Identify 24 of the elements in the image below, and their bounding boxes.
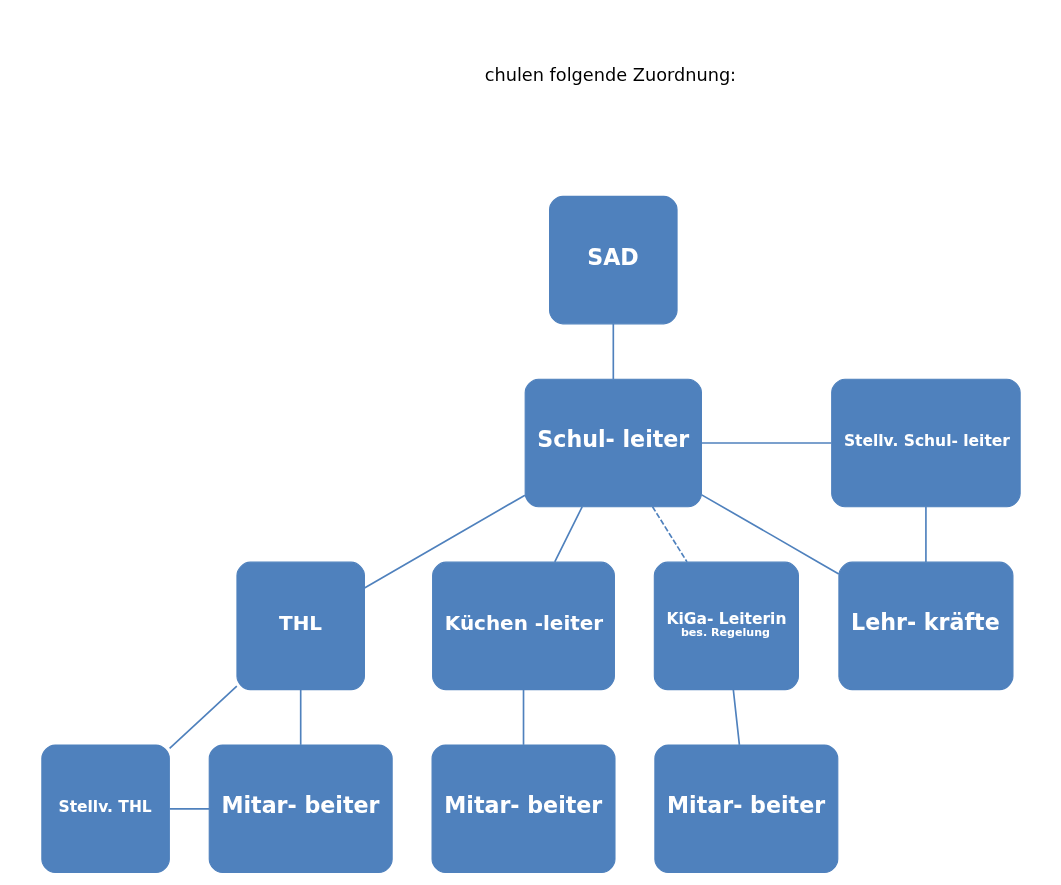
connector (363, 493, 526, 589)
node-box: Mitar- beiter (653, 744, 838, 873)
node-box: SAD (548, 195, 678, 324)
node-box: Mitar- beiter (208, 744, 393, 873)
node-box: Stellv. Schul- leiter (830, 378, 1021, 507)
node-box: THL (235, 561, 365, 690)
connector (611, 322, 614, 380)
node-box: Stellv. THL (40, 744, 170, 873)
node-box: KiGa- Leiterin bes. Regelung (653, 561, 799, 690)
node-box: Lehr- kräfte (837, 561, 1013, 690)
connector (700, 493, 840, 575)
connector (168, 807, 210, 810)
connector (522, 688, 524, 746)
connector (299, 688, 302, 746)
connector (924, 505, 927, 563)
node-box: Schul- leiter (524, 378, 702, 507)
connector (553, 505, 583, 563)
connector (731, 688, 740, 746)
node-box: Küchen -leiter (431, 561, 615, 690)
label: chulen folgende Zuordnung: (484, 64, 736, 85)
node-box: Mitar- beiter (431, 744, 616, 873)
connector (168, 684, 238, 749)
connector (651, 505, 688, 563)
connector (700, 441, 832, 444)
